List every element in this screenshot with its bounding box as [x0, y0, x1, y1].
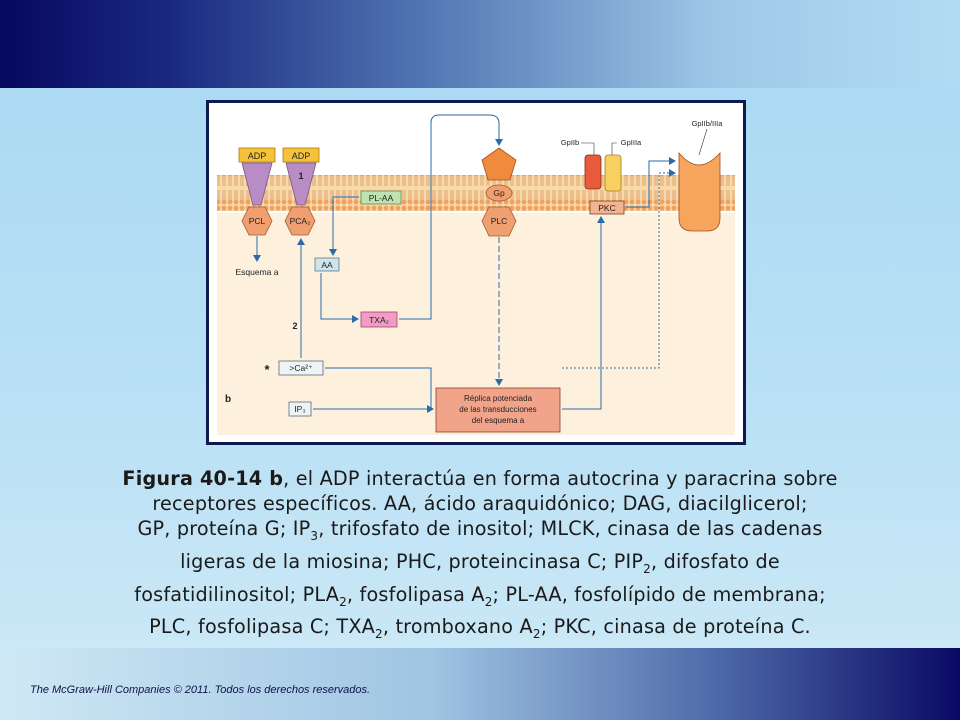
replica-box [435, 387, 561, 433]
txa2-box [360, 311, 398, 328]
step-number-1: 1 [298, 171, 303, 181]
step-number-2: 2 [292, 321, 297, 331]
caption-line-5: fosfatidilinositol; PLA2, fosfolipasa A2… [104, 582, 856, 615]
replica-line-3: del esquema a [472, 416, 525, 425]
adp-box-1 [238, 147, 276, 163]
caption-text-6c: ; PKC, cinasa de proteína C. [540, 615, 811, 639]
calcium-label: >Ca²⁺ [289, 363, 313, 373]
replica-line-2: de las transducciones [459, 405, 536, 414]
pcl-label: PCL [249, 216, 266, 226]
caption-text-3b: , trifosfato de inositol; MLCK, cinasa d… [318, 517, 823, 540]
figure-panel: ADP ADP 1 PCL PCA₂ PL-AA Gp PLC GpIIb Gp… [206, 100, 746, 445]
caption-sub-3: 3 [310, 528, 319, 543]
signaling-diagram: ADP ADP 1 PCL PCA₂ PL-AA Gp PLC GpIIb Gp… [217, 114, 735, 435]
caption-line-2: receptores específicos. AA, ácido araqui… [104, 491, 856, 516]
copyright-footer: The McGraw-Hill Companies © 2011. Todos … [30, 684, 371, 696]
gpiib-label: GpIIb [561, 138, 579, 147]
pcl-hexagon [241, 206, 273, 236]
p2y12-receptor [285, 162, 317, 206]
caption-sub-6b: 2 [532, 627, 541, 642]
arrow-txa2-to-gp [399, 114, 503, 320]
caption-sub-6a: 2 [375, 627, 383, 642]
bottom-gradient-band [0, 648, 960, 720]
caption-sub-5b: 2 [484, 594, 493, 609]
caption-text-3a: GP, proteína G; IP [137, 517, 311, 540]
caption-text-1: , el ADP interactúa en forma autocrina y… [283, 467, 838, 490]
pkc-label: PKC [598, 203, 615, 213]
top-gradient-band [0, 0, 960, 88]
caption-text-6b: , tromboxano A [382, 615, 533, 639]
caption-line-6: PLC, fosfolipasa C; TXA2, tromboxano A2;… [104, 614, 856, 647]
gpiib-iiia-label: GpIIb/IIIa [692, 119, 724, 128]
gpiib-iiia-leader [698, 128, 708, 156]
gp-protein [485, 184, 513, 202]
caption-text-4b: , difosfato de [651, 549, 780, 573]
gpiiia-subunit [604, 154, 622, 192]
gpiib-leader [581, 142, 595, 155]
signal-arrows [253, 114, 676, 413]
caption-line-3: GP, proteína G; IP3, trifosfato de inosi… [104, 516, 856, 549]
adp-label-2: ADP [292, 151, 311, 161]
caption-text-4a: ligeras de la miosina; PHC, proteincinas… [180, 549, 644, 573]
caption-line-4: ligeras de la miosina; PHC, proteincinas… [104, 549, 856, 582]
caption-sub-5a: 2 [339, 594, 347, 609]
caption-text-5a: fosfatidilinositol; PLA [134, 582, 340, 606]
arrow-plaa-to-aa [329, 196, 359, 256]
ip3-label: IP₃ [294, 404, 306, 414]
ip3-box [288, 401, 312, 417]
pl-aa-label: PL-AA [369, 193, 394, 203]
adp-box-2 [282, 147, 320, 163]
figure-caption: Figura 40-14 b, el ADP interactúa en for… [104, 466, 856, 647]
gp-label: Gp [493, 188, 505, 198]
caption-line-1: Figura 40-14 b, el ADP interactúa en for… [104, 466, 856, 491]
figure-label: Figura 40-14 b [122, 467, 284, 490]
asterisk-mark: * [264, 362, 270, 377]
plc-label: PLC [491, 216, 508, 226]
pca2-label: PCA₂ [290, 216, 311, 226]
replica-line-1: Réplica potenciada [464, 394, 533, 403]
pl-aa-box [360, 190, 402, 205]
calcium-box [278, 360, 324, 376]
arrow-dotted-to-integrin [562, 169, 676, 369]
caption-text-5c: ; PL-AA, fosfolípido de membrana; [492, 582, 826, 606]
caption-text-2: receptores específicos. AA, ácido araqui… [152, 492, 808, 515]
caption-text-5b: , fosfolipasa A [346, 582, 485, 606]
aa-box [314, 257, 340, 272]
aa-label: AA [321, 260, 333, 270]
pkc-box [589, 200, 625, 215]
pca2-hexagon [284, 206, 316, 236]
caption-sub-4: 2 [643, 561, 652, 576]
plc-hexagon [481, 206, 517, 237]
panel-label: b [225, 394, 231, 405]
esquema-a-label: Esquema a [236, 267, 279, 277]
gpiib-iiia-integrin [678, 151, 721, 232]
gpiiia-label: GpIIIa [621, 138, 642, 147]
caption-text-6a: PLC, fosfolipasa C; TXA [149, 615, 375, 639]
gp-receptor-pentagon [481, 147, 517, 181]
p2y1-receptor [241, 162, 273, 206]
arrow-pkc-to-integrin [626, 157, 676, 208]
gpiib-subunit [584, 154, 602, 190]
txa2-label: TXA₂ [369, 315, 389, 325]
arrow-aa-to-txa2 [320, 273, 359, 323]
gpiiia-leader [611, 142, 617, 155]
adp-label-1: ADP [248, 151, 267, 161]
arrow-replica-to-pkc [562, 216, 605, 410]
